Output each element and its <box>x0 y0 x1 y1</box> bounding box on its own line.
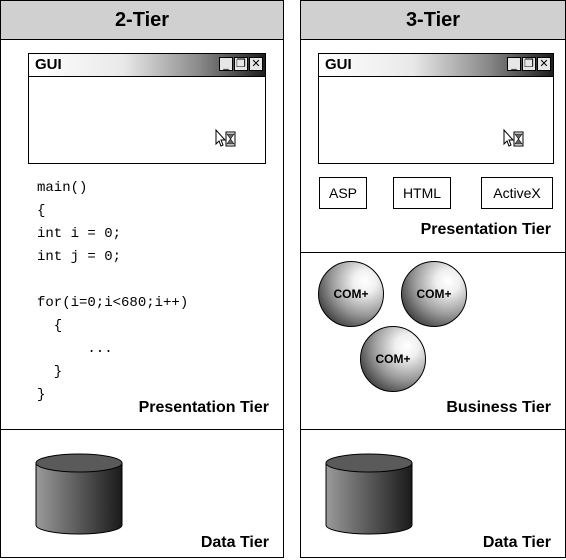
data-tier-label: Data Tier <box>482 534 551 551</box>
gui-titlebar: GUI _ ❐ ✕ <box>319 54 553 77</box>
three-tier-column: 3-Tier GUI _ ❐ ✕ ASP HTML ActiveX Presen… <box>300 0 566 558</box>
tier-divider <box>301 429 565 430</box>
hourglass-cursor-icon <box>215 129 236 147</box>
code-block: main() { int i = 0; int j = 0; for(i=0;i… <box>37 177 188 407</box>
com-plus-component: COM+ <box>401 261 467 327</box>
tech-box-html: HTML <box>393 177 451 209</box>
tier-divider <box>1 429 283 430</box>
minimize-icon: _ <box>219 57 233 71</box>
gui-titlebar: GUI _ ❐ ✕ <box>29 54 265 77</box>
gui-title: GUI <box>35 56 62 73</box>
business-tier-label: Business Tier <box>446 399 551 416</box>
tier-divider <box>301 252 565 253</box>
presentation-tier-label: Presentation Tier <box>420 221 551 238</box>
restore-icon: ❐ <box>522 57 536 71</box>
com-plus-component: COM+ <box>318 261 384 327</box>
minimize-icon: _ <box>507 57 521 71</box>
two-tier-column: 2-Tier GUI _ ❐ ✕ main() { int i = 0; int… <box>0 0 284 558</box>
com-plus-component: COM+ <box>360 326 426 392</box>
restore-icon: ❐ <box>234 57 248 71</box>
tech-box-asp: ASP <box>319 177 367 209</box>
close-icon: ✕ <box>537 57 551 71</box>
window-controls: _ ❐ ✕ <box>507 57 551 71</box>
gui-window: GUI _ ❐ ✕ <box>318 53 554 164</box>
three-tier-header: 3-Tier <box>301 1 565 40</box>
code-line: } <box>37 364 63 380</box>
code-line: int i = 0; <box>37 226 122 242</box>
tech-box-activex: ActiveX <box>481 177 553 209</box>
database-cylinder-icon <box>325 453 413 535</box>
code-line: ... <box>37 341 113 357</box>
code-line: main() <box>37 180 88 196</box>
gui-window: GUI _ ❐ ✕ <box>28 53 266 164</box>
database-cylinder-icon <box>35 453 123 535</box>
window-controls: _ ❐ ✕ <box>219 57 263 71</box>
data-tier-label: Data Tier <box>200 534 269 551</box>
code-line: } <box>37 387 46 403</box>
code-line: int j = 0; <box>37 249 122 265</box>
code-line: { <box>37 318 63 334</box>
code-line: for(i=0;i<680;i++) <box>37 295 189 311</box>
hourglass-cursor-icon <box>503 129 524 147</box>
presentation-tier-label: Presentation Tier <box>138 399 269 416</box>
gui-title: GUI <box>325 56 352 73</box>
code-line: { <box>37 203 46 219</box>
two-tier-header: 2-Tier <box>1 1 283 40</box>
close-icon: ✕ <box>249 57 263 71</box>
